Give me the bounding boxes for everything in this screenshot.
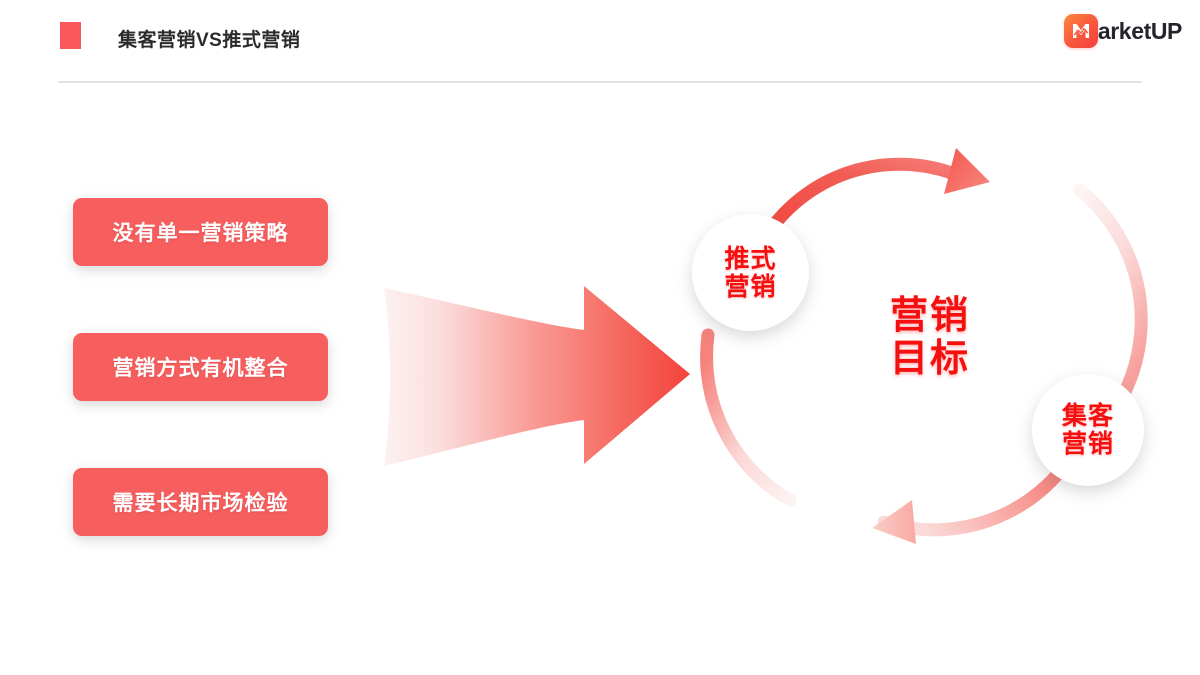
marketup-logo-icon (1063, 14, 1098, 48)
cycle-center-label: 营销 目标 (855, 295, 1005, 380)
feature-pill-2[interactable]: 营销方式有机整合 (73, 333, 328, 401)
header-divider (58, 81, 1142, 83)
brand-logo: arketUP (1063, 13, 1183, 49)
slide-header: 集客营销VS推式营销 arketUP (0, 0, 1200, 83)
feature-pill-3[interactable]: 需要长期市场检验 (73, 468, 328, 536)
cycle-center-line2: 目标 (889, 337, 970, 380)
feature-pill-1[interactable]: 没有单一营销策略 (73, 198, 328, 266)
cycle-node-inbound-line1: 集客 (1061, 402, 1114, 430)
flow-arrow-icon (378, 268, 698, 488)
cycle-node-push-line2: 营销 (724, 272, 777, 301)
title-marker-icon (60, 22, 81, 49)
cycle-node-push-marketing[interactable]: 推式 营销 (692, 214, 809, 331)
page-title: 集客营销VS推式营销 (118, 30, 301, 51)
cycle-node-inbound-marketing[interactable]: 集客 营销 (1032, 374, 1144, 486)
feature-pill-3-label: 需要长期市场检验 (112, 492, 289, 515)
feature-pill-2-label: 营销方式有机整合 (112, 357, 289, 380)
cycle-center-line1: 营销 (889, 295, 970, 337)
cycle-node-push-line1: 推式 (724, 244, 777, 273)
cycle-node-inbound-line2: 营销 (1061, 430, 1114, 458)
brand-logo-text: arketUP (1097, 17, 1183, 44)
feature-pill-1-label: 没有单一营销策略 (112, 222, 289, 245)
